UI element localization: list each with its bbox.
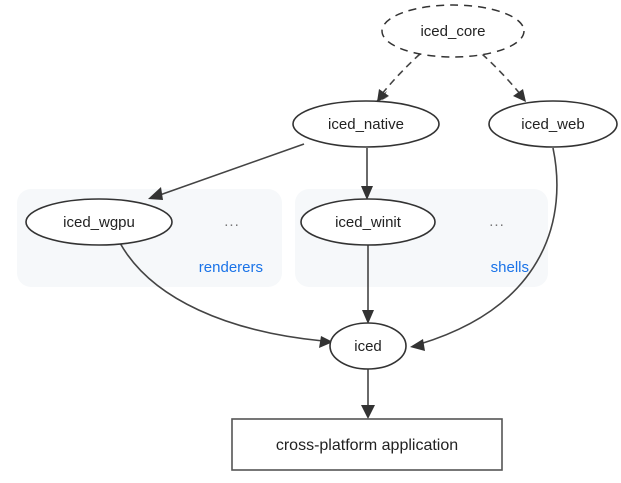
node-cross-platform-application-shape[interactable]: [231, 418, 503, 471]
node-iced-wgpu[interactable]: iced_wgpu: [25, 198, 173, 246]
edge-iced-web-to-iced-arrow: [410, 339, 425, 351]
node-iced[interactable]: iced: [329, 322, 407, 370]
node-iced-winit-shape[interactable]: [300, 198, 436, 246]
edge-iced-winit-to-iced-arrow: [362, 310, 374, 324]
node-iced-native-label: iced_native: [328, 116, 404, 133]
edge-iced-to-app: [361, 369, 375, 419]
edge-iced-native-to-iced-wgpu-line: [156, 143, 305, 197]
node-cross-platform-application-label: cross-platform application: [276, 437, 458, 454]
node-iced-web-shape[interactable]: [488, 100, 618, 148]
cluster-renderers-label: renderers: [199, 259, 263, 276]
node-iced-web[interactable]: iced_web: [488, 100, 618, 148]
node-iced-winit[interactable]: iced_winit: [300, 198, 436, 246]
node-iced-wgpu-label: iced_wgpu: [63, 214, 135, 231]
edge-iced-wgpu-to-iced-arrow: [319, 336, 333, 348]
edge-iced-web-to-iced-line: [419, 147, 558, 345]
cluster-shells-more-ellipsis: ...: [489, 213, 505, 230]
edge-iced-native-to-iced-wgpu: [148, 143, 305, 200]
edge-iced-to-app-arrow: [361, 405, 375, 419]
node-iced-label: iced: [354, 338, 382, 355]
cluster-shells-label: shells: [491, 259, 529, 276]
node-cross-platform-application[interactable]: cross-platform application: [231, 418, 503, 471]
edge-iced-wgpu-to-iced: [119, 242, 333, 348]
edge-iced-native-to-iced-winit: [361, 148, 373, 200]
edge-iced-winit-to-iced: [362, 245, 374, 324]
node-iced-core-label: iced_core: [420, 23, 485, 40]
node-iced-native[interactable]: iced_native: [292, 100, 440, 148]
edge-iced-web-to-iced: [410, 147, 558, 351]
edge-iced-core-to-iced-web: [481, 53, 526, 102]
edge-iced-native-to-iced-wgpu-arrow: [148, 187, 163, 200]
edge-iced-core-to-iced-web-line: [481, 53, 522, 96]
edge-iced-core-to-iced-native-arrow: [377, 89, 389, 102]
node-iced-core[interactable]: iced_core: [381, 4, 525, 58]
edge-iced-core-to-iced-native-line: [380, 53, 421, 96]
node-iced-shape[interactable]: [329, 322, 407, 370]
edge-iced-core-to-iced-native: [376, 53, 421, 102]
node-iced-native-shape[interactable]: [292, 100, 440, 148]
node-iced-core-shape[interactable]: [381, 4, 525, 58]
node-iced-web-label: iced_web: [521, 116, 584, 133]
edge-iced-wgpu-to-iced-line: [119, 242, 324, 342]
cluster-renderers-more-ellipsis: ...: [224, 213, 240, 230]
node-iced-wgpu-shape[interactable]: [25, 198, 173, 246]
node-iced-winit-label: iced_winit: [335, 214, 402, 231]
edge-iced-core-to-iced-web-arrow: [513, 89, 526, 102]
edge-iced-native-to-iced-winit-arrow: [361, 186, 373, 200]
